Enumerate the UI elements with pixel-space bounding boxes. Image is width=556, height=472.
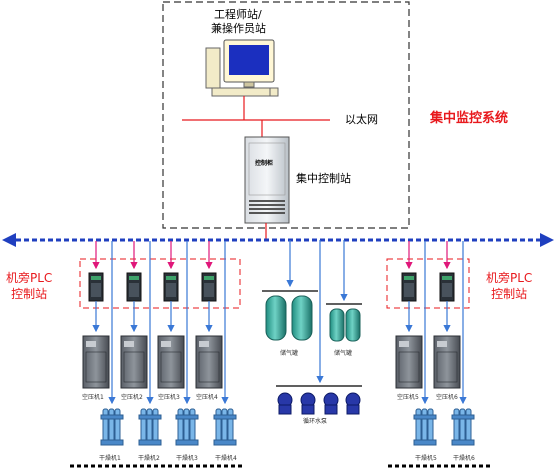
dryer-1 <box>100 408 124 446</box>
plc-label-left-line2: 控制站 <box>11 287 48 301</box>
dryer-6 <box>451 408 475 446</box>
dryer-5 <box>413 408 437 446</box>
compressor-1 <box>82 335 110 389</box>
compressor-label-3: 空压机3 <box>158 394 180 401</box>
workstation-label-1: 工程师站/ <box>214 8 262 21</box>
plc-module-2 <box>126 272 142 302</box>
control-station-label: 集中控制站 <box>296 172 351 185</box>
control-cabinet <box>244 136 290 224</box>
compressor-5 <box>395 335 423 389</box>
plc-label-right-line1: 机旁PLC <box>486 271 533 285</box>
workstation-label-2: 兼操作员站 <box>211 22 266 35</box>
ethernet-label: 以太网 <box>345 113 378 126</box>
bus-right-arrow <box>540 233 554 247</box>
dryer-label-3: 干燥机3 <box>176 455 198 462</box>
compressor-label-6: 空压机6 <box>436 394 458 401</box>
compressor-label-5: 空压机5 <box>397 394 419 401</box>
tank-group-1 <box>262 240 318 341</box>
dryer-label-1: 干燥机1 <box>99 455 121 462</box>
bus-left-arrow <box>2 233 16 247</box>
tank-label-1: 储气罐 <box>280 350 299 357</box>
compressor-4 <box>195 335 223 389</box>
unit-3 <box>157 241 199 446</box>
unit-1 <box>82 241 124 446</box>
monitoring-frame <box>162 1 410 229</box>
dryer-2 <box>138 408 162 446</box>
dryer-label-2: 干燥机2 <box>138 455 160 462</box>
compressor-6 <box>433 335 461 389</box>
plc-label-left-line1: 机旁PLC <box>6 271 53 285</box>
plc-label-left: 机旁PLC 控制站 <box>6 270 52 302</box>
plc-group-right <box>386 258 470 309</box>
pump-group <box>277 392 361 415</box>
plc-module-5 <box>401 272 417 302</box>
compressor-2 <box>120 335 148 389</box>
unit-5 <box>395 241 437 446</box>
dryer-label-4: 干燥机4 <box>215 455 237 462</box>
tank-group-2 <box>326 240 362 342</box>
unit-4 <box>195 241 237 446</box>
pump-label: 循环水泵 <box>303 418 328 425</box>
dryer-4 <box>213 408 237 446</box>
system-title: 集中监控系统 <box>430 111 509 126</box>
plc-module-3 <box>163 272 179 302</box>
compressor-label-2: 空压机2 <box>121 394 143 401</box>
compressor-3 <box>157 335 185 389</box>
plc-label-right: 机旁PLC 控制站 <box>486 270 532 302</box>
cabinet-label: 控制柜 <box>255 160 274 167</box>
plc-module-6 <box>439 272 455 302</box>
tank-label-2: 储气罐 <box>334 350 353 357</box>
dryer-label-6: 干燥机6 <box>453 455 475 462</box>
unit-6 <box>433 241 475 446</box>
computer-icon <box>205 39 279 97</box>
plc-module-1 <box>88 272 104 302</box>
unit-2 <box>120 241 162 446</box>
plc-module-4 <box>201 272 217 302</box>
compressor-label-1: 空压机1 <box>82 394 104 401</box>
compressor-label-4: 空压机4 <box>196 394 218 401</box>
plc-group-left <box>79 258 241 309</box>
dryer-label-5: 干燥机5 <box>415 455 437 462</box>
plc-label-right-line2: 控制站 <box>491 287 528 301</box>
dryer-3 <box>175 408 199 446</box>
